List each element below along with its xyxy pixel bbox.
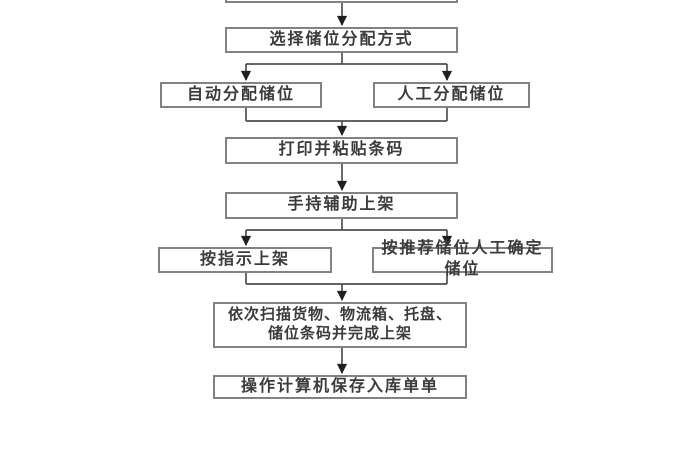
flow-node-print-paste-barcode: 打印并粘贴条码 [225,137,458,164]
flow-node-handheld-shelving: 手持辅助上架 [225,192,458,219]
flow-node-select-allocation: 选择储位分配方式 [225,27,458,53]
flow-node-manual-allocate: 人工分配储位 [373,82,530,108]
flow-node-scan-and-complete: 依次扫描货物、物流箱、托盘、储位条码并完成上架 [213,302,467,348]
flow-node-shelve-by-instruction: 按指示上架 [158,247,332,273]
flow-node-top-partial [225,0,458,3]
flow-node-auto-allocate: 自动分配储位 [160,82,322,108]
flow-node-manual-confirm-recommended: 按推荐储位人工确定储位 [372,240,553,278]
flow-node-save-inbound-order: 操作计算机保存入库单单 [213,375,467,399]
